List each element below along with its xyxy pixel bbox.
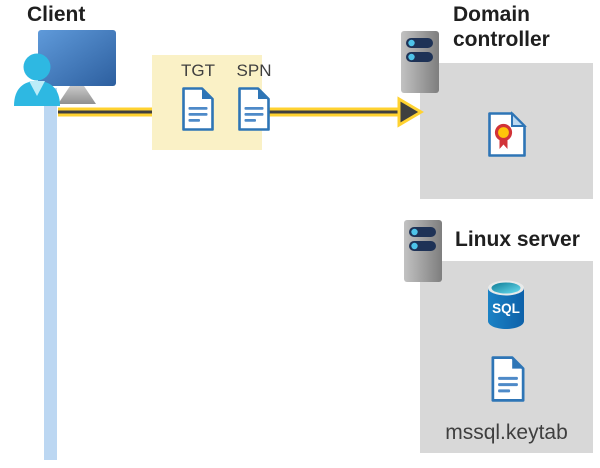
- domain-controller-title: Domain controller: [453, 3, 550, 51]
- client-computer-user-icon: [12, 28, 118, 106]
- keytab-document-icon-svg: [491, 356, 525, 402]
- tgt-document-icon: [182, 87, 214, 131]
- spn-ticket: SPN: [234, 61, 274, 132]
- sql-database-icon-svg: SQL: [488, 280, 524, 329]
- certificate-icon: [487, 111, 527, 158]
- ticket-box: TGT SPN: [152, 55, 271, 150]
- client-lifeline: [44, 88, 57, 460]
- tgt-label: TGT: [181, 61, 215, 80]
- server-icon: [401, 31, 439, 93]
- spn-document-icon: [238, 87, 270, 131]
- certificate-icon-svg: [488, 111, 527, 157]
- domain-controller-server-icon: [400, 30, 440, 94]
- client-icon-svg: [14, 30, 116, 106]
- tgt-ticket: TGT: [178, 61, 218, 132]
- client-title: Client: [27, 3, 86, 26]
- keytab-document-icon: [489, 355, 527, 403]
- linux-server-icon: [403, 219, 443, 283]
- sql-database-icon: SQL: [486, 279, 526, 330]
- spn-label: SPN: [236, 61, 272, 80]
- linux-server-title: Linux server: [455, 228, 580, 251]
- monitor-icon: [38, 30, 116, 104]
- person-icon: [14, 53, 60, 106]
- sql-icon-label: SQL: [492, 301, 520, 316]
- server-icon: [404, 220, 442, 282]
- keytab-filename-label: mssql.keytab: [445, 421, 568, 444]
